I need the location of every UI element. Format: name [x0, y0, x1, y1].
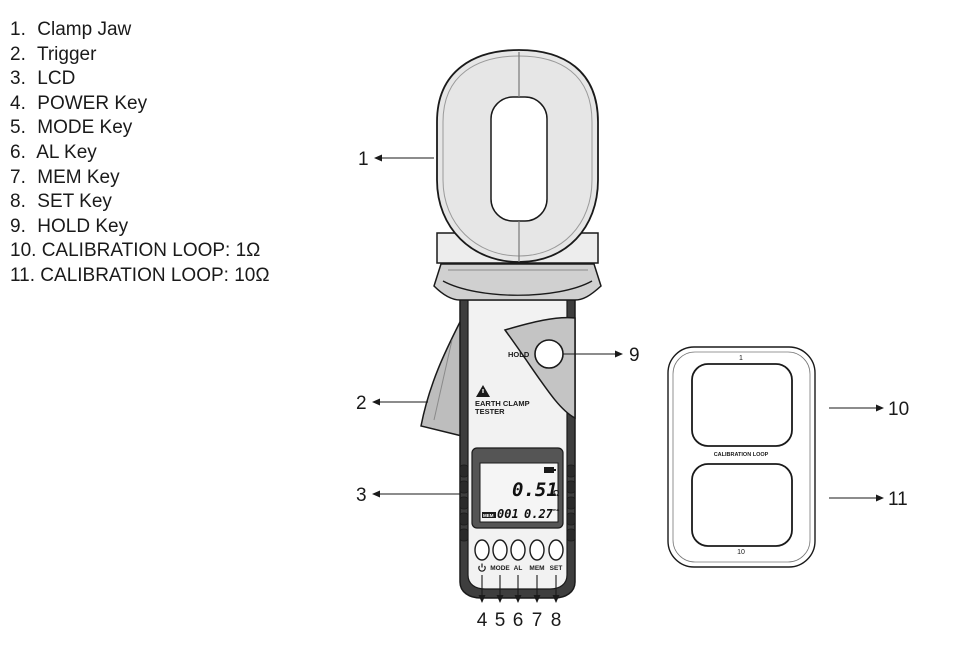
calibration-board: 1 CALIBRATION LOOP 10 [667, 346, 816, 568]
callout-number-9: 9 [629, 345, 640, 366]
legend-item: 11. CALIBRATION LOOP: 10Ω [10, 264, 270, 289]
power-icon [478, 563, 486, 572]
callout-number-7: 7 [532, 610, 543, 631]
legend-item-number: 5. [10, 117, 26, 139]
warning-triangle-icon [476, 385, 490, 397]
mode-key-label: MODE [490, 565, 510, 572]
legend-item: 1. Clamp Jaw [10, 18, 270, 43]
legend-item-label: SET Key [37, 191, 112, 213]
lcd-mem-tag-box [482, 512, 496, 518]
calibration-loop-1 [691, 363, 793, 447]
legend-item-number: 1. [10, 19, 26, 40]
callout-number-1: 1 [358, 149, 369, 170]
hold-key[interactable] [534, 339, 564, 369]
legend-item: 8. SET Key [10, 190, 270, 215]
callout-number-8: 8 [551, 610, 562, 631]
callout-number-4: 4 [477, 610, 488, 631]
legend-item-label: HOLD Key [37, 215, 129, 237]
legend-item-label: MODE Key [37, 117, 133, 139]
legend-item-number: 7. [10, 166, 26, 188]
callout-number-11: 11 [888, 489, 908, 510]
legend-item-label: POWER Key [37, 92, 148, 114]
lcd-sub-reading: 0.27 [524, 507, 554, 521]
lcd-main-unit: Ω [553, 489, 560, 498]
board-top-label: 1 [739, 355, 743, 362]
lcd-sub-unit: mA [553, 507, 560, 512]
keypad: MODE AL MEM SET [474, 539, 564, 572]
model-name-line1: EARTH CLAMP [475, 399, 530, 408]
legend-item-number: 4. [10, 92, 26, 114]
set-key[interactable] [548, 539, 564, 561]
callouts [372, 154, 884, 603]
al-key[interactable] [510, 539, 526, 561]
hold-key-label: HOLD [508, 350, 530, 359]
clamp-jaw [436, 49, 599, 264]
model-name-line2: TESTER [475, 407, 505, 416]
power-key[interactable] [474, 539, 490, 561]
legend-item-number: 6. [10, 141, 26, 163]
legend-item-number: 10. [10, 240, 37, 262]
legend-item-label: CALIBRATION LOOP: 10Ω [40, 264, 270, 286]
lcd-mem-index: 001 [497, 507, 519, 521]
legend-item-number: 2. [10, 43, 26, 65]
legend-item-label: MEM Key [37, 166, 120, 188]
legend-item-label: Trigger [36, 43, 97, 65]
mem-key[interactable] [529, 539, 545, 561]
legend-item-label: AL Key [36, 141, 97, 163]
set-key-label: SET [550, 565, 563, 572]
board-middle-label: CALIBRATION LOOP [714, 452, 769, 458]
legend-item: 10. CALIBRATION LOOP: 1Ω [10, 239, 270, 264]
lcd-display: 0.51 Ω MEM 001 0.27 mA [471, 447, 564, 529]
legend-item-number: 9. [10, 215, 26, 237]
lcd-main-reading: 0.51 [512, 479, 558, 501]
callout-number-2: 2 [356, 393, 367, 414]
legend-item-number: 3. [10, 68, 26, 90]
legend-item: 3. LCD [10, 67, 270, 92]
callout-number-10: 10 [888, 399, 909, 420]
lcd-mem-tag: MEM [483, 513, 494, 518]
callout-number-5: 5 [495, 610, 506, 631]
legend-item-number: 8. [10, 191, 26, 213]
legend-item: 9. HOLD Key [10, 215, 270, 240]
legend-item-label: LCD [37, 68, 76, 90]
mode-key[interactable] [492, 539, 508, 561]
legend-item: 6. AL Key [10, 141, 270, 166]
board-bottom-label: 10 [737, 549, 745, 556]
calibration-loop-10 [691, 463, 793, 547]
trigger [420, 317, 463, 437]
legend-item: 7. MEM Key [10, 166, 270, 191]
callout-number-6: 6 [513, 610, 524, 631]
legend-item: 5. MODE Key [10, 116, 270, 141]
callout-number-3: 3 [356, 485, 367, 506]
battery-icon [544, 467, 556, 473]
mem-key-label: MEM [529, 565, 544, 572]
legend-item: 2. Trigger [10, 43, 270, 68]
legend-item-number: 11. [10, 264, 36, 286]
al-key-label: AL [514, 565, 523, 572]
legend-item: 4. POWER Key [10, 92, 270, 117]
legend-item-label: Clamp Jaw [37, 19, 132, 40]
legend-item-label: CALIBRATION LOOP: 1Ω [41, 240, 261, 262]
